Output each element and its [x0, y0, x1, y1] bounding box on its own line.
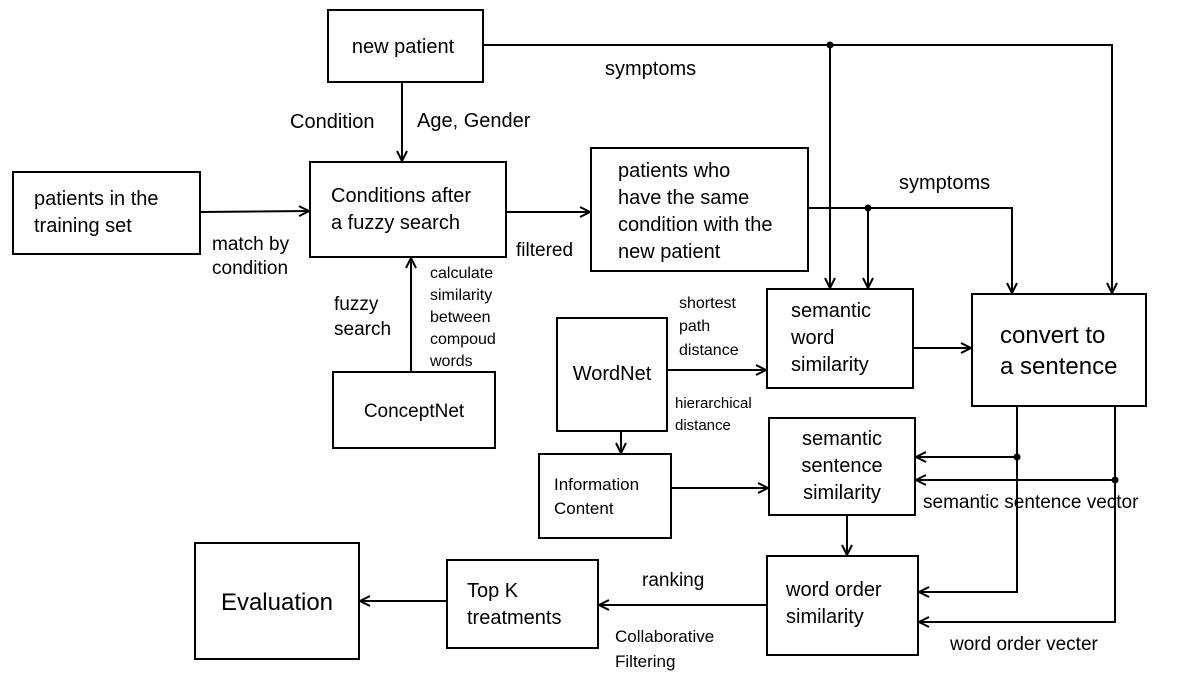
node-fuzzy-conditions: Conditions after a fuzzy search: [309, 161, 507, 258]
label-collaborative-line-2: Filtering: [615, 652, 675, 671]
edge-convert-to-word-order-1: [919, 457, 1018, 592]
node-word-order: word order similarity: [766, 555, 919, 656]
node-same-condition-line-3: condition with the: [618, 214, 773, 236]
node-same-condition-line-1: patients who: [618, 160, 730, 182]
label-symptoms-top: symptoms: [605, 58, 696, 80]
node-training-set-line-1: patients in the: [34, 188, 159, 210]
edge-new-patient-to-convert: [483, 44, 1112, 293]
label-hierarchical-line-1: hierarchical: [675, 395, 752, 412]
node-same-condition-line-2: have the same: [618, 187, 749, 209]
edge-convert-to-sentence-similarity-2: [916, 406, 1116, 480]
label-fuzzy-search-line-1: fuzzy: [334, 294, 379, 315]
label-ranking: ranking: [642, 570, 704, 591]
node-word-similarity-line-2: word: [790, 327, 834, 349]
node-top-k-line-2: treatments: [467, 607, 561, 629]
label-calc-line-5: words: [429, 353, 473, 370]
node-sentence-similarity-line-3: similarity: [803, 482, 881, 504]
node-word-similarity-line-1: semantic: [791, 300, 871, 322]
label-match-by-line-2: condition: [212, 258, 288, 279]
label-symptoms-mid: symptoms: [899, 172, 990, 194]
node-evaluation: Evaluation: [194, 542, 360, 660]
label-hierarchical-line-2: distance: [675, 417, 731, 434]
junction-dot: [826, 41, 834, 49]
node-sentence-similarity: semantic sentence similarity: [768, 417, 916, 516]
edge-convert-to-word-order-2: [919, 480, 1116, 622]
label-age-gender: Age, Gender: [417, 110, 531, 132]
node-new-patient-label: new patient: [352, 36, 455, 58]
label-calc-line-3: between: [430, 309, 491, 326]
node-wordnet-label: WordNet: [573, 363, 652, 385]
node-wordnet: WordNet: [556, 317, 668, 432]
edge-training-to-fuzzy: [199, 211, 309, 212]
node-sentence-similarity-line-1: semantic: [802, 428, 882, 450]
label-filtered: filtered: [516, 240, 573, 261]
label-word-order-vector: word order vecter: [949, 634, 1099, 655]
label-shortest-line-2: path: [679, 318, 710, 335]
label-shortest-line-1: shortest: [679, 295, 736, 312]
node-training-set-line-2: training set: [34, 215, 132, 237]
node-training-set: patients in the training set: [12, 171, 201, 255]
node-sentence-similarity-line-2: sentence: [801, 455, 882, 477]
node-evaluation-label: Evaluation: [221, 589, 333, 616]
label-calc-line-4: compoud: [430, 331, 496, 348]
edge-convert-to-sentence-similarity-1: [916, 406, 1018, 457]
label-calc-line-1: calculate: [430, 265, 493, 282]
label-condition: Condition: [290, 111, 375, 133]
label-calc-line-2: similarity: [430, 287, 492, 304]
label-fuzzy-search-line-2: search: [334, 319, 391, 340]
node-convert: convert to a sentence: [971, 293, 1147, 407]
node-information-content: Information Content: [538, 453, 672, 539]
node-top-k-line-1: Top K: [467, 580, 519, 602]
junction-dot: [864, 204, 872, 212]
node-word-order-line-2: similarity: [786, 606, 864, 628]
node-fuzzy-conditions-line-1: Conditions after: [331, 185, 471, 207]
node-information-content-line-2: Content: [554, 499, 614, 518]
edge-same-condition-to-convert: [808, 207, 1012, 293]
label-sentence-vector: semantic sentence vector: [923, 492, 1139, 513]
node-new-patient: new patient: [327, 9, 484, 83]
node-word-similarity-line-3: similarity: [791, 354, 869, 376]
label-shortest-line-3: distance: [679, 342, 739, 359]
node-information-content-line-1: Information: [554, 475, 639, 494]
node-convert-line-1: convert to: [1000, 322, 1105, 349]
label-collaborative-line-1: Collaborative: [615, 627, 714, 646]
label-match-by-line-1: match by: [212, 234, 290, 255]
node-word-order-line-1: word order: [785, 579, 882, 601]
node-word-similarity: semantic word similarity: [766, 288, 914, 389]
node-same-condition: patients who have the same condition wit…: [590, 147, 809, 272]
node-top-k: Top K treatments: [446, 559, 599, 649]
node-convert-line-2: a sentence: [1000, 353, 1117, 380]
node-same-condition-line-4: new patient: [618, 241, 721, 263]
node-fuzzy-conditions-line-2: a fuzzy search: [331, 212, 460, 234]
node-conceptnet: ConceptNet: [332, 371, 496, 449]
node-conceptnet-label: ConceptNet: [364, 401, 465, 422]
